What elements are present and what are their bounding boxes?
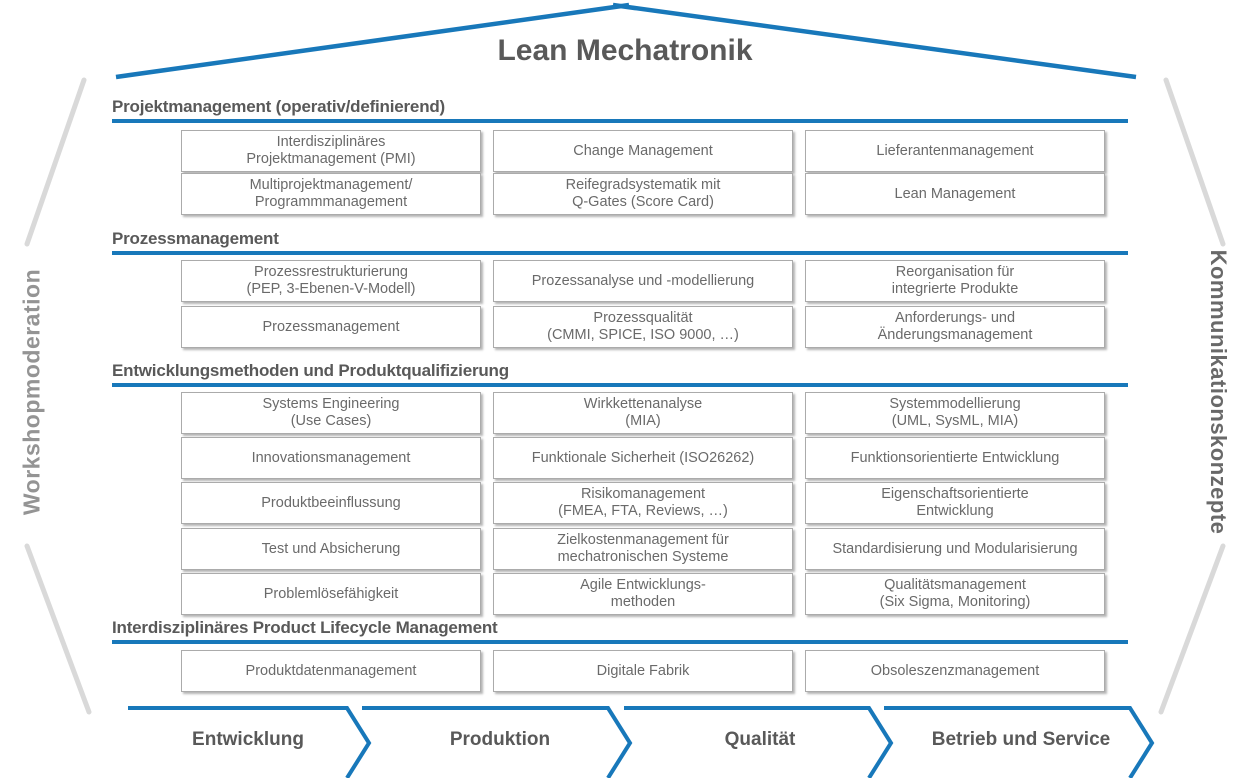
section-underline <box>112 119 1128 123</box>
diagram-title: Lean Mechatronik <box>497 34 753 67</box>
box-prozessqualitaet: Prozessqualität (CMMI, SPICE, ISO 9000, … <box>493 306 793 348</box>
roof-left-line <box>115 2 630 80</box>
prozessmanagement-row-2: Prozessmanagement Prozessqualität (CMMI,… <box>181 306 1105 348</box>
box-zielkostenmanagement: Zielkostenmanagement für mechatronischen… <box>493 528 793 570</box>
section-header-entwicklungsmethoden: Entwicklungsmethoden und Produktqualifiz… <box>112 361 509 380</box>
box-anforderungsmanagement: Anforderungs- und Änderungsmanagement <box>805 306 1105 348</box>
entwicklungsmethoden-row-5: Problemlösefähigkeit Agile Entwicklungs-… <box>181 573 1105 615</box>
box-qualitaetsmanagement: Qualitätsmanagement (Six Sigma, Monitori… <box>805 573 1105 615</box>
box-produktbeeinflussung: Produktbeeinflussung <box>181 482 481 524</box>
plm-row-1: Produktdatenmanagement Digitale Fabrik O… <box>181 650 1105 692</box>
box-produktdatenmanagement: Produktdatenmanagement <box>181 650 481 692</box>
box-agile-entwicklungsmethoden: Agile Entwicklungs- methoden <box>493 573 793 615</box>
box-systems-engineering: Systems Engineering (Use Cases) <box>181 392 481 434</box>
chevron-entwicklung <box>128 706 372 778</box>
chevron-betrieb <box>884 706 1155 778</box>
entwicklungsmethoden-row-4: Test und Absicherung Zielkostenmanagemen… <box>181 528 1105 570</box>
box-prozessrestrukturierung: Prozessrestrukturierung (PEP, 3-Ebenen-V… <box>181 260 481 302</box>
roof-right-line <box>612 2 1137 80</box>
box-test-und-absicherung: Test und Absicherung <box>181 528 481 570</box>
arrow-label-qualitaet: Qualität <box>724 729 796 750</box>
section-header-projektmanagement: Projektmanagement (operativ/definierend) <box>112 97 446 116</box>
box-prozessanalyse: Prozessanalyse und -modellierung <box>493 260 793 302</box>
box-digitale-fabrik: Digitale Fabrik <box>493 650 793 692</box>
projektmanagement-row-2: Multiprojektmanagement/ Programmmanageme… <box>181 173 1105 215</box>
box-innovationsmanagement: Innovationsmanagement <box>181 437 481 479</box>
corner-line-bottom-right <box>1158 543 1226 715</box>
side-label-kommunikationskonzepte: Kommunikationskonzepte <box>1206 249 1231 535</box>
box-change-management: Change Management <box>493 130 793 172</box>
chevron-produktion <box>362 706 633 778</box>
corner-line-top-right <box>1163 77 1226 247</box>
side-label-workshopmoderation: Workshopmoderation <box>18 268 45 516</box>
box-obsoleszenzmanagement: Obsoleszenzmanagement <box>805 650 1105 692</box>
box-reorganisation: Reorganisation für integrierte Produkte <box>805 260 1105 302</box>
arrow-label-betrieb-und-service: Betrieb und Service <box>931 729 1111 750</box>
box-interdisziplinaeres-projektmanagement: Interdisziplinäres Projektmanagement (PM… <box>181 130 481 172</box>
chevron-qualitaet <box>624 706 894 778</box>
box-prozessmanagement: Prozessmanagement <box>181 306 481 348</box>
arrow-label-entwicklung: Entwicklung <box>192 729 304 750</box>
box-systemmodellierung: Systemmodellierung (UML, SysML, MIA) <box>805 392 1105 434</box>
box-lean-management: Lean Management <box>805 173 1105 215</box>
box-eigenschaftsorientierte-entwicklung: Eigenschaftsorientierte Entwicklung <box>805 482 1105 524</box>
box-multiprojektmanagement: Multiprojektmanagement/ Programmmanageme… <box>181 173 481 215</box>
box-reifegradsystematik: Reifegradsystematik mit Q-Gates (Score C… <box>493 173 793 215</box>
section-header-prozessmanagement: Prozessmanagement <box>112 229 279 248</box>
box-funktionale-sicherheit: Funktionale Sicherheit (ISO26262) <box>493 437 793 479</box>
entwicklungsmethoden-row-2: Innovationsmanagement Funktionale Sicher… <box>181 437 1105 479</box>
section-header-plm: Interdisziplinäres Product Lifecycle Man… <box>112 618 498 637</box>
box-funktionsorientierte-entwicklung: Funktionsorientierte Entwicklung <box>805 437 1105 479</box>
section-underline <box>112 251 1128 255</box>
section-underline <box>112 640 1128 644</box>
box-lieferantenmanagement: Lieferantenmanagement <box>805 130 1105 172</box>
entwicklungsmethoden-row-1: Systems Engineering (Use Cases) Wirkkett… <box>181 392 1105 434</box>
box-risikomanagement: Risikomanagement (FMEA, FTA, Reviews, …) <box>493 482 793 524</box>
box-standardisierung: Standardisierung und Modularisierung <box>805 528 1105 570</box>
entwicklungsmethoden-row-3: Produktbeeinflussung Risikomanagement (F… <box>181 482 1105 524</box>
corner-line-top-left <box>24 77 87 247</box>
box-problemloesefaehigkeit: Problemlösefähigkeit <box>181 573 481 615</box>
corner-line-bottom-left <box>24 543 92 715</box>
section-underline <box>112 383 1128 387</box>
arrow-label-produktion: Produktion <box>449 729 551 750</box>
projektmanagement-row-1: Interdisziplinäres Projektmanagement (PM… <box>181 130 1105 172</box>
prozessmanagement-row-1: Prozessrestrukturierung (PEP, 3-Ebenen-V… <box>181 260 1105 302</box>
box-wirkkettenanalyse: Wirkkettenanalyse (MIA) <box>493 392 793 434</box>
